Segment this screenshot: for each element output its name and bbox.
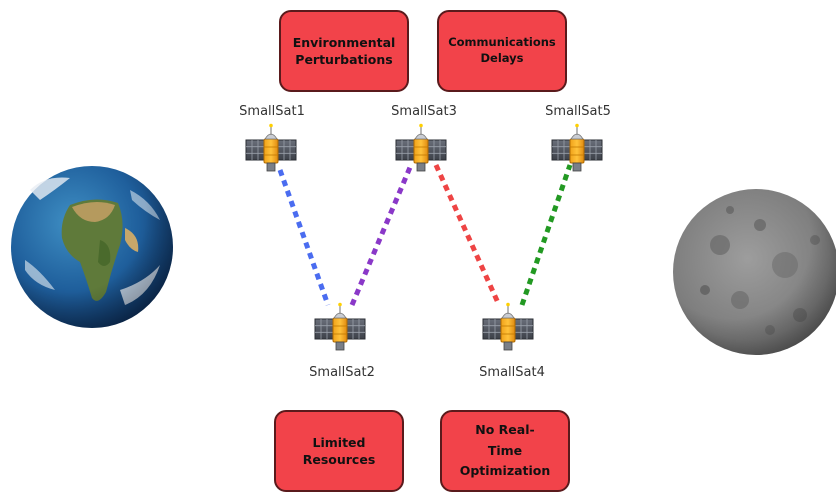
smallsat4-label: SmallSat4 [479, 365, 545, 380]
smallsat3-icon [395, 123, 447, 172]
link-smallsat2-smallsat3 [349, 164, 414, 306]
box-line: Optimization [459, 463, 551, 479]
smallsat2-icon [314, 302, 366, 351]
box-line: Communications [448, 35, 556, 50]
moon-icon [673, 189, 836, 355]
environmental-perturbations-box: Environmental Perturbations [279, 10, 409, 92]
communication-links [277, 163, 573, 307]
box-line: Perturbations [295, 52, 393, 67]
earth-icon [11, 166, 173, 328]
link-smallsat3-smallsat4 [433, 163, 502, 307]
smallsat2-label: SmallSat2 [309, 365, 375, 380]
box-line: Time [487, 442, 523, 458]
link-smallsat4-smallsat5 [519, 164, 573, 306]
smallsat5-icon [551, 123, 603, 172]
communications-delays-box: Communications Delays [437, 10, 567, 92]
box-line: No Real- [475, 422, 535, 438]
box-line: Delays [480, 51, 524, 65]
smallsat5-label: SmallSat5 [545, 104, 611, 119]
limited-resources-box: Limited Resources [274, 410, 404, 492]
smallsat3-label: SmallSat3 [391, 104, 457, 119]
smallsat1-label: SmallSat1 [239, 104, 305, 119]
no-real-time-optimization-box: No Real- Time Optimization [440, 410, 570, 492]
link-smallsat1-smallsat2 [277, 169, 331, 306]
box-line: Limited [312, 434, 366, 450]
smallsat4-icon [482, 302, 534, 351]
box-line: Resources [302, 452, 376, 467]
smallsat1-icon [245, 123, 297, 172]
box-line: Environmental [292, 34, 396, 50]
